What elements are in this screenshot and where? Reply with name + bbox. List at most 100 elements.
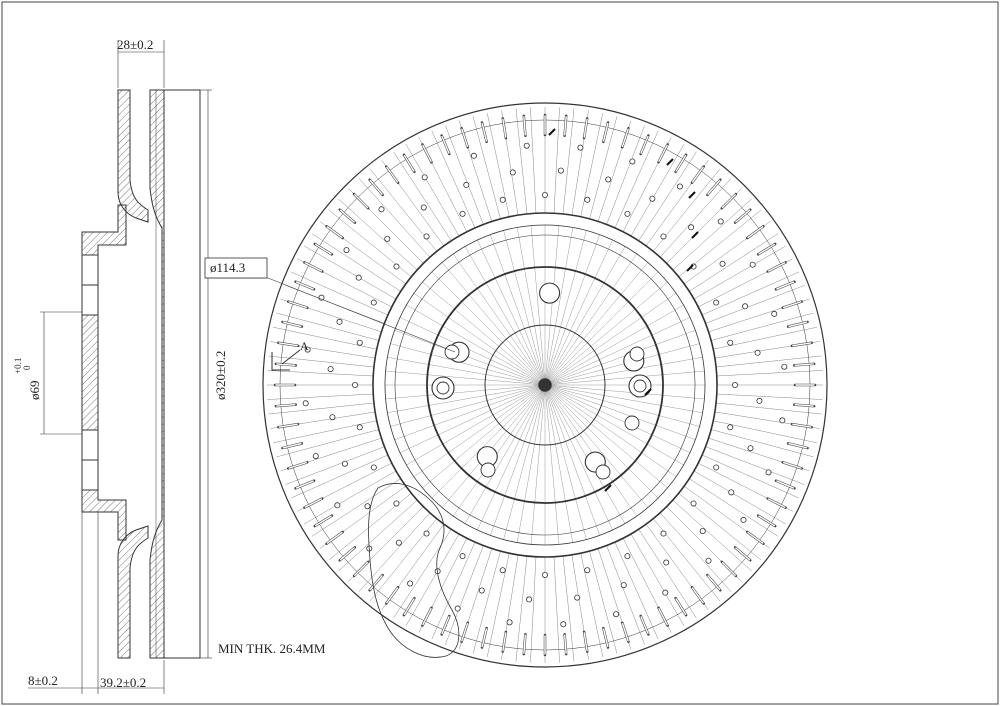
surface-radial-line bbox=[304, 470, 397, 525]
slot-mark-inner bbox=[563, 116, 567, 136]
detail-hole bbox=[624, 415, 640, 431]
surface-radial-line bbox=[606, 545, 645, 645]
slot-mark-inner bbox=[758, 515, 776, 527]
dimension-tick bbox=[686, 264, 694, 272]
slot-mark-inner bbox=[282, 442, 302, 449]
hat-radial-line bbox=[547, 282, 668, 383]
surface-radial-line bbox=[553, 107, 560, 214]
hat-radial-line bbox=[431, 387, 543, 499]
hat-radial-line bbox=[464, 246, 544, 382]
hat-radial-line bbox=[413, 387, 542, 477]
drilled-hole bbox=[384, 235, 391, 242]
slot-mark-inner bbox=[523, 116, 527, 136]
surface-radial-line bbox=[716, 370, 823, 377]
drilled-hole bbox=[742, 303, 749, 310]
drilled-hole bbox=[747, 445, 754, 452]
drilled-hole bbox=[423, 233, 430, 240]
detail-hole bbox=[629, 346, 645, 362]
slot-mark-inner bbox=[288, 301, 307, 309]
surface-radial-line bbox=[693, 470, 786, 525]
slot-mark-inner bbox=[461, 128, 469, 147]
drilled-hole bbox=[542, 191, 549, 198]
slot-mark-inner bbox=[278, 423, 298, 428]
slot-mark-inner bbox=[602, 628, 609, 648]
dimension-tick bbox=[644, 388, 652, 396]
drilled-hole bbox=[713, 464, 720, 471]
slot-mark-inner bbox=[441, 616, 450, 635]
surface-radial-line bbox=[530, 107, 537, 214]
outer-diameter-label: ø320±0.2 bbox=[213, 350, 228, 400]
drilled-hole bbox=[584, 567, 591, 574]
drilled-hole bbox=[781, 363, 788, 370]
slot-mark-inner bbox=[621, 128, 629, 147]
drilled-hole bbox=[506, 619, 513, 626]
bolt-circle-label: ø114.3 bbox=[210, 260, 246, 275]
surface-radial-line bbox=[711, 312, 814, 341]
hat-radial-line bbox=[490, 388, 544, 536]
slot-mark-inner bbox=[721, 194, 736, 209]
flange-dim-label: 8±0.2 bbox=[28, 673, 58, 688]
hat-radial-line bbox=[547, 387, 668, 488]
drilled-hole bbox=[393, 263, 400, 270]
drilled-hole bbox=[557, 167, 564, 174]
section-marker bbox=[271, 349, 301, 371]
dimension-tick bbox=[691, 231, 699, 239]
drilled-hole bbox=[676, 183, 683, 190]
surface-radial-line bbox=[358, 178, 431, 258]
surface-radial-line bbox=[431, 542, 476, 640]
slot-mark-inner bbox=[794, 363, 814, 367]
slot-mark-inner bbox=[776, 480, 795, 489]
slot-mark-inner bbox=[658, 607, 668, 626]
drilled-hole bbox=[613, 611, 620, 618]
slot-mark-inner bbox=[691, 166, 704, 183]
locating-hole bbox=[628, 374, 652, 398]
drilled-hole bbox=[713, 299, 720, 306]
surface-radial-line bbox=[290, 271, 388, 316]
hat-radial-line bbox=[453, 388, 543, 517]
slot-mark-inner bbox=[747, 531, 764, 544]
surface-radial-line bbox=[562, 108, 575, 214]
slot-mark-inner bbox=[783, 461, 802, 469]
surface-radial-line bbox=[580, 553, 603, 657]
surface-radial-line bbox=[716, 393, 823, 400]
slot-mark-inner bbox=[276, 403, 296, 407]
surface-radial-line bbox=[276, 429, 379, 458]
surface-radial-line bbox=[487, 553, 510, 657]
surface-radial-line bbox=[716, 355, 822, 368]
drilled-hole bbox=[727, 424, 734, 431]
bolt-circle-callout-box bbox=[204, 257, 268, 279]
hat-radial-line bbox=[503, 230, 545, 382]
slot-mark-inner bbox=[314, 243, 332, 255]
surface-radial-line bbox=[606, 125, 645, 225]
surface-radial-line bbox=[405, 533, 460, 626]
surface-radial-line bbox=[705, 285, 805, 324]
slot-mark-inner bbox=[735, 547, 751, 561]
hat-radial-line bbox=[422, 387, 543, 488]
drilled-hole bbox=[454, 605, 461, 612]
drilled-hole bbox=[336, 318, 343, 325]
min-thickness-label: MIN THK. 26.4MM bbox=[218, 641, 326, 656]
drilled-hole bbox=[407, 580, 414, 587]
surface-radial-line bbox=[530, 556, 537, 663]
slot-mark-inner bbox=[369, 575, 383, 591]
drilled-hole bbox=[304, 346, 311, 353]
surface-radial-line bbox=[358, 512, 431, 592]
drilled-hole bbox=[560, 621, 567, 628]
surface-radial-line bbox=[638, 529, 697, 619]
surface-radial-line bbox=[487, 113, 510, 217]
hat-radial-line bbox=[422, 282, 543, 383]
slot-mark-inner bbox=[282, 321, 302, 328]
drilled-hole bbox=[740, 516, 747, 523]
drilled-hole bbox=[662, 589, 669, 596]
hat-radial-line bbox=[406, 386, 542, 466]
hat-radial-line bbox=[385, 385, 542, 400]
slot-mark-inner bbox=[441, 135, 450, 154]
drilled-hole bbox=[355, 274, 362, 281]
offset-dim-label: 39.2±0.2 bbox=[100, 675, 147, 690]
drilled-hole bbox=[620, 582, 627, 589]
drilled-hole bbox=[499, 567, 506, 574]
drilled-hole bbox=[327, 366, 334, 373]
thickness-dim-label: 28±0.2 bbox=[117, 37, 154, 52]
surface-radial-line bbox=[630, 533, 685, 626]
